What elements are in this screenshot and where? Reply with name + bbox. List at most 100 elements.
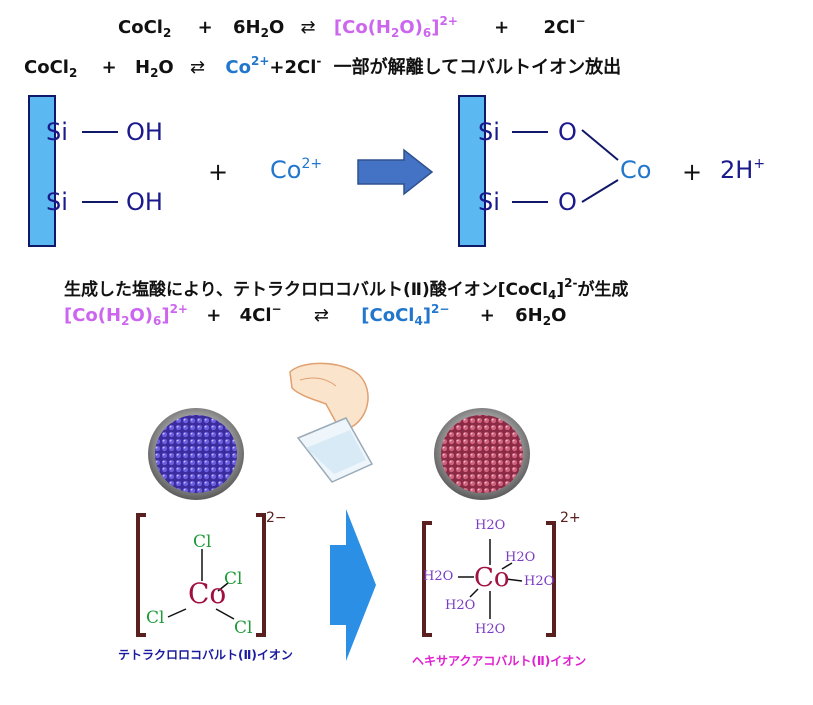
right-ligand-h2o-upper-right: H2O bbox=[505, 550, 536, 565]
reaction-plus-2: + bbox=[682, 158, 703, 186]
reaction-bonds bbox=[82, 129, 619, 203]
eq1-chloride-charge: − bbox=[575, 14, 586, 28]
eq2-note: 一部が解離してコバルトイオン放出 bbox=[333, 57, 622, 78]
left-oh-1: OH bbox=[126, 118, 163, 146]
eq4-water-sub: 2 bbox=[542, 314, 552, 328]
left-bracket-close bbox=[256, 513, 266, 637]
eq1-aqua-sub2: 6 bbox=[422, 26, 432, 40]
equation-1: CoCl2 + 6H2O ⇄ [Co(H2O)6]2+ + 2Cl− bbox=[118, 10, 586, 44]
cobalt-ion-charge: 2+ bbox=[301, 156, 323, 172]
eq2-cobalt-ion: Co bbox=[225, 57, 251, 78]
eq4-plus2: + bbox=[479, 305, 495, 326]
left-complex-co: Co bbox=[188, 577, 227, 610]
eq2-cobalt-charge: 2+ bbox=[250, 54, 270, 68]
eq1-water-o: O bbox=[268, 17, 285, 38]
eq4-plus: + bbox=[206, 305, 222, 326]
eq1-sub: 2 bbox=[162, 26, 172, 40]
eq1-equilibrium-arrow: ⇄ bbox=[300, 17, 316, 38]
right-complex-caption: ヘキサアクアコバルト(Ⅱ)イオン bbox=[412, 654, 587, 668]
eq2-chloride: +2Cl bbox=[269, 57, 317, 78]
eq4-chloride: 4Cl bbox=[239, 305, 272, 326]
cobalt-ion: Co2+ bbox=[270, 156, 322, 184]
left-si-1: Si bbox=[46, 118, 68, 146]
right-o-1: O bbox=[558, 118, 577, 146]
equation-4: [Co(H2O)6]2+ + 4Cl− ⇄ [CoCl4]2− + 6H2O bbox=[64, 298, 566, 332]
right-ligand-h2o-bottom: H2O bbox=[475, 622, 506, 637]
eq4-aqua: [Co(H bbox=[64, 305, 122, 326]
hydrogen-ion-symbol: 2H bbox=[720, 156, 754, 184]
left-bracket-open bbox=[136, 513, 146, 637]
eq4-aqua-mid: O) bbox=[129, 305, 153, 326]
eq4-equilibrium-arrow: ⇄ bbox=[313, 305, 329, 326]
blue-silica-gel-dish bbox=[148, 408, 244, 500]
hydrogen-ion: 2H+ bbox=[720, 156, 765, 184]
eq1-aqua-charge: 2+ bbox=[439, 14, 458, 28]
eq4-aqua-charge: 2+ bbox=[169, 302, 188, 316]
eq2-cocl: CoCl bbox=[24, 57, 69, 78]
equation-2: CoCl2 + H2O ⇄ Co2++2Cl- 一部が解離してコバルトイオン放出 bbox=[24, 50, 621, 84]
right-ligand-h2o-left: H2O bbox=[423, 569, 454, 584]
right-o-2: O bbox=[558, 188, 577, 216]
eq3-sub: 4 bbox=[547, 288, 557, 302]
eq1-aqua-close: ] bbox=[431, 17, 440, 38]
eq1-aqua-mid: O) bbox=[399, 17, 423, 38]
right-bracket-close bbox=[546, 521, 556, 637]
eq4-aqua-close: ] bbox=[161, 305, 170, 326]
eq2-water-sub: 2 bbox=[150, 66, 159, 80]
eq1-aqua-sub: 2 bbox=[391, 26, 400, 40]
eq1-aqua: [Co(H bbox=[333, 17, 391, 38]
eq2-sub: 2 bbox=[68, 66, 78, 80]
eq4-aqua-sub2: 6 bbox=[152, 314, 162, 328]
right-bracket-open bbox=[422, 521, 432, 637]
left-complex-caption: テトラクロロコバルト(Ⅱ)イオン bbox=[118, 648, 293, 662]
pouring-hand-beaker-icon bbox=[289, 362, 374, 483]
right-ligand-h2o-right: H2O bbox=[524, 574, 555, 589]
right-cobalt: Co bbox=[620, 156, 652, 184]
eq4-water-o: O bbox=[551, 305, 567, 326]
right-si-2: Si bbox=[478, 188, 500, 216]
right-ligand-h2o-lower-left: H2O bbox=[445, 598, 476, 613]
pink-silica-gel-dish bbox=[434, 408, 530, 500]
left-complex-charge: 2− bbox=[266, 510, 287, 526]
hydrogen-ion-charge: + bbox=[753, 156, 766, 172]
silica-surface-left bbox=[28, 95, 56, 247]
eq4-tetrachloro-close: ] bbox=[422, 305, 432, 326]
eq1-water-sub: 2 bbox=[260, 26, 269, 40]
right-complex-co: Co bbox=[474, 563, 510, 593]
complex-structures bbox=[136, 509, 556, 661]
eq2-water-o: O bbox=[158, 57, 174, 78]
eq4-tetrachloro-charge: 2− bbox=[431, 302, 450, 316]
eq1-water: 6H bbox=[232, 17, 261, 38]
eq3-text: 生成した塩酸により、テトラクロロコバルト(Ⅱ)酸イオン[CoCl bbox=[64, 280, 548, 300]
right-si-1: Si bbox=[478, 118, 500, 146]
eq4-water: 6H bbox=[515, 305, 543, 326]
left-ligand-cl-right: Cl bbox=[224, 569, 243, 589]
left-ligand-cl-top: Cl bbox=[193, 532, 212, 552]
reaction-arrow bbox=[357, 148, 434, 196]
right-ligand-h2o-top: H2O bbox=[475, 518, 506, 533]
eq4-tetrachloro-sub: 4 bbox=[414, 314, 423, 328]
eq2-chloride-charge: - bbox=[316, 54, 322, 68]
eq2-plus: + bbox=[101, 57, 117, 78]
eq4-aqua-sub: 2 bbox=[121, 314, 130, 328]
silica-surface-right bbox=[458, 95, 486, 247]
eq1-chloride: 2Cl bbox=[543, 17, 576, 38]
equation-3: 生成した塩酸により、テトラクロロコバルト(Ⅱ)酸イオン[CoCl4]2-が生成 bbox=[64, 272, 628, 306]
eq4-chloride-charge: − bbox=[271, 302, 282, 316]
reaction-plus: + bbox=[208, 158, 229, 186]
eq1-cocl: CoCl bbox=[118, 17, 163, 38]
eq3-charge: 2- bbox=[564, 276, 578, 290]
right-complex-charge: 2+ bbox=[560, 510, 581, 526]
left-ligand-cl-bottom: Cl bbox=[234, 618, 253, 638]
eq1-plus2: + bbox=[494, 17, 510, 38]
eq3-tail: が生成 bbox=[577, 280, 629, 300]
eq1-plus: + bbox=[197, 17, 213, 38]
eq2-water: H bbox=[134, 57, 151, 78]
illustration-layer bbox=[148, 362, 530, 500]
left-oh-2: OH bbox=[126, 188, 163, 216]
conversion-arrow bbox=[330, 509, 376, 661]
eq2-equilibrium-arrow: ⇄ bbox=[190, 57, 206, 78]
left-si-2: Si bbox=[46, 188, 68, 216]
left-ligand-cl-left: Cl bbox=[146, 608, 165, 628]
cobalt-ion-symbol: Co bbox=[270, 156, 302, 184]
